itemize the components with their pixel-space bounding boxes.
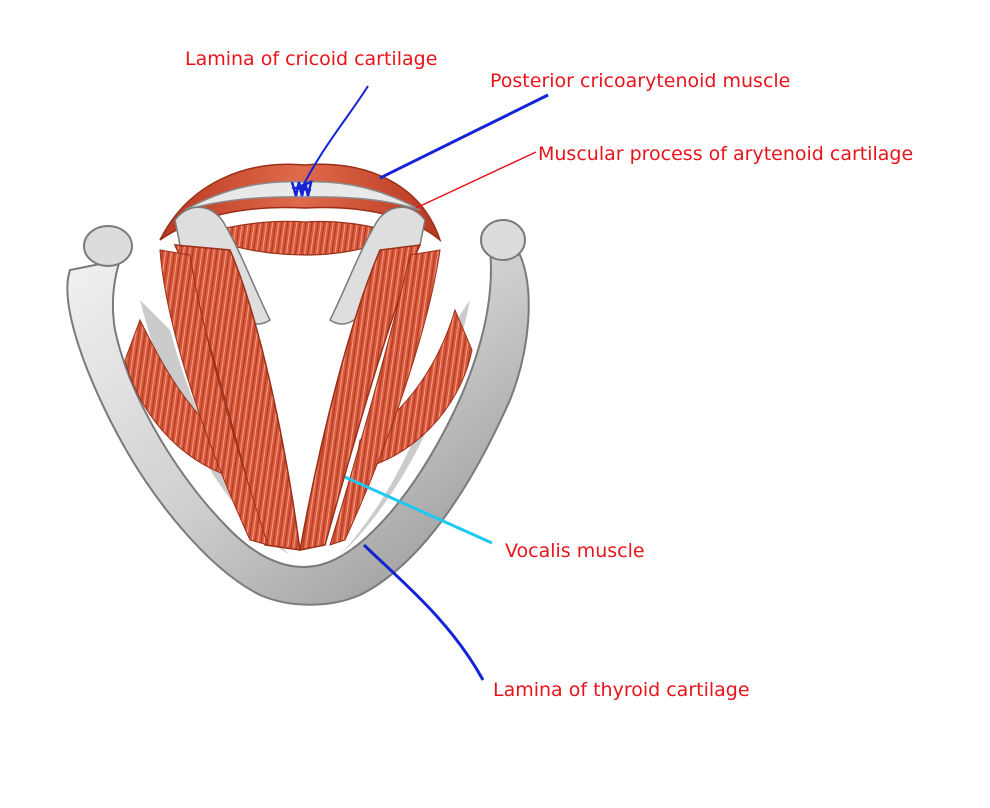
- leader-posterior-cricoarytenoid: [379, 93, 549, 180]
- leader-muscular-process: [415, 151, 537, 209]
- leader-vocalis: [344, 475, 493, 545]
- leader-lamina-cricoid: [299, 85, 369, 193]
- vocal-muscles: [159, 244, 441, 551]
- label-posterior-cricoarytenoid: Posterior cricoarytenoid muscle: [490, 70, 791, 92]
- scribble-mark: [290, 179, 313, 197]
- leader-lines: [290, 85, 549, 681]
- label-muscular-process: Muscular process of arytenoid cartilage: [538, 143, 914, 165]
- leader-lamina-thyroid: [362, 543, 485, 681]
- label-vocalis: Vocalis muscle: [505, 540, 645, 562]
- label-lamina-thyroid: Lamina of thyroid cartilage: [493, 679, 750, 701]
- label-lamina-cricoid: Lamina of cricoid cartilage: [185, 48, 438, 70]
- cricoid-region: [159, 163, 442, 256]
